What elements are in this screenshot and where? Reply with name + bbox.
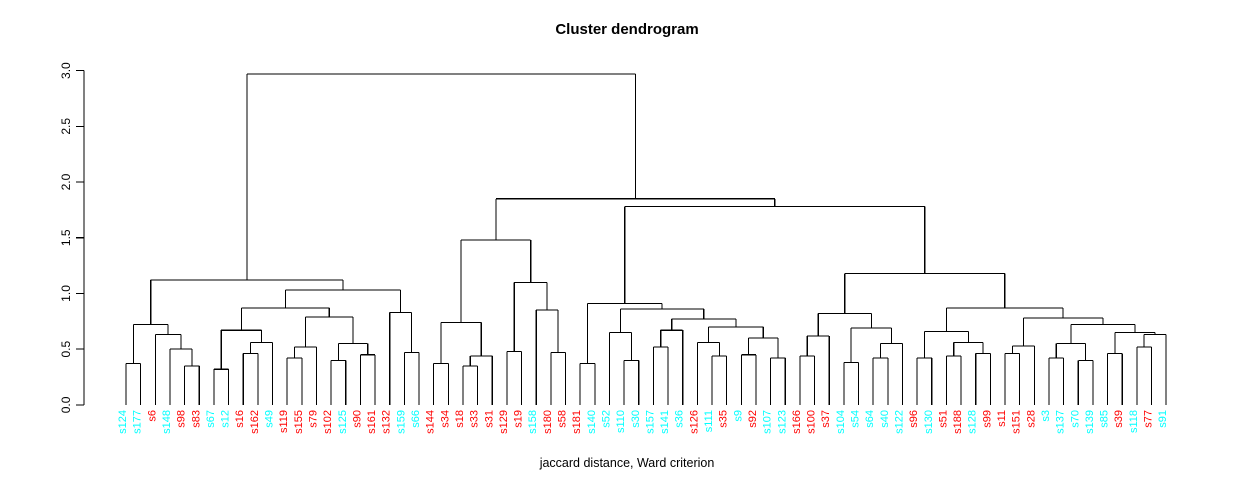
- leaf-label-s161: s161: [366, 410, 378, 434]
- leaf-label-s125: s125: [337, 410, 349, 434]
- leaf-label-s37: s37: [820, 410, 832, 428]
- leaf-label-s141: s141: [659, 410, 671, 434]
- leaf-label-s33: s33: [469, 410, 481, 428]
- leaf-label-s144: s144: [425, 410, 437, 434]
- leaf-label-s148: s148: [161, 410, 173, 434]
- leaf-label-s12: s12: [220, 410, 232, 428]
- leaf-label-s67: s67: [205, 410, 217, 428]
- leaf-label-s132: s132: [381, 410, 393, 434]
- leaf-label-s126: s126: [688, 410, 700, 434]
- leaf-label-s98: s98: [176, 410, 188, 428]
- leaf-label-s6: s6: [146, 410, 158, 422]
- leaf-label-s85: s85: [1099, 410, 1111, 428]
- leaf-label-s40: s40: [879, 410, 891, 428]
- leaf-label-s177: s177: [132, 410, 144, 434]
- leaf-label-s124: s124: [117, 410, 129, 434]
- leaf-label-s188: s188: [952, 410, 964, 434]
- leaf-label-s99: s99: [981, 410, 993, 428]
- y-axis-tick-label: 1.0: [59, 285, 73, 302]
- leaf-label-s9: s9: [732, 410, 744, 422]
- leaf-label-s111: s111: [703, 410, 715, 432]
- dendrogram-links: [125, 73, 1167, 405]
- leaf-label-s91: s91: [1157, 410, 1169, 428]
- leaf-label-s118: s118: [1128, 410, 1140, 433]
- y-axis-tick-label: 0.0: [59, 396, 73, 413]
- leaf-label-s162: s162: [249, 410, 261, 434]
- chart-title: Cluster dendrogram: [555, 21, 699, 38]
- leaf-label-s11: s11: [996, 410, 1008, 427]
- leaf-label-s83: s83: [190, 410, 202, 428]
- leaf-label-s58: s58: [557, 410, 569, 428]
- leaf-label-s107: s107: [762, 410, 774, 434]
- leaf-label-s166: s166: [791, 410, 803, 434]
- y-axis-tick-label: 0.5: [59, 341, 73, 358]
- leaf-label-s104: s104: [835, 410, 847, 434]
- leaf-label-s139: s139: [1084, 410, 1096, 434]
- leaf-label-s79: s79: [307, 410, 319, 428]
- leaf-label-s122: s122: [893, 410, 905, 434]
- leaf-label-s31: s31: [483, 410, 495, 428]
- leaf-label-s96: s96: [908, 410, 920, 428]
- y-axis-tick-label: 3.0: [59, 62, 73, 79]
- leaf-label-s66: s66: [410, 410, 422, 428]
- leaf-label-s28: s28: [1025, 410, 1037, 428]
- leaf-label-s140: s140: [586, 410, 598, 434]
- leaf-label-s52: s52: [600, 410, 612, 428]
- leaf-label-s123: s123: [776, 410, 788, 434]
- leaf-label-s90: s90: [351, 410, 363, 428]
- leaf-label-s129: s129: [498, 410, 510, 434]
- leaf-label-s54: s54: [850, 410, 862, 428]
- leaf-label-s18: s18: [454, 410, 466, 428]
- leaf-label-s39: s39: [1113, 410, 1125, 428]
- leaf-label-s158: s158: [527, 410, 539, 434]
- x-axis-label: jaccard distance, Ward criterion: [539, 456, 715, 470]
- leaf-label-s64: s64: [864, 410, 876, 428]
- leaf-label-s157: s157: [644, 410, 656, 434]
- leaf-label-s128: s128: [967, 410, 979, 434]
- y-axis-tick-label: 2.0: [59, 173, 73, 190]
- leaf-label-s119: s119: [278, 410, 290, 433]
- leaf-label-s34: s34: [439, 410, 451, 428]
- leaf-label-s110: s110: [615, 410, 627, 433]
- leaf-label-s159: s159: [395, 410, 407, 434]
- y-axis-tick-label: 1.5: [59, 229, 73, 246]
- leaf-label-s3: s3: [1040, 410, 1052, 422]
- leaf-label-s70: s70: [1069, 410, 1081, 428]
- leaf-label-s77: s77: [1143, 410, 1155, 428]
- leaf-label-s181: s181: [571, 410, 583, 434]
- leaf-label-s155: s155: [293, 410, 305, 434]
- leaf-label-s130: s130: [923, 410, 935, 434]
- leaf-label-s51: s51: [937, 410, 949, 428]
- y-axis-tick-label: 2.5: [59, 118, 73, 135]
- leaf-label-s19: s19: [513, 410, 525, 428]
- y-axis: 0.0 0.5 1.0 1.5 2.0 2.5 3.0: [59, 62, 85, 413]
- leaf-label-s35: s35: [718, 410, 730, 428]
- leaf-label-s102: s102: [322, 410, 334, 434]
- leaf-label-s100: s100: [806, 410, 818, 434]
- leaf-label-s92: s92: [747, 410, 759, 428]
- leaf-label-s151: s151: [1011, 410, 1023, 434]
- leaf-label-s36: s36: [674, 410, 686, 428]
- leaf-label-s16: s16: [234, 410, 246, 428]
- leaf-label-s49: s49: [264, 410, 276, 428]
- leaf-label-s30: s30: [630, 410, 642, 428]
- leaf-label-s180: s180: [542, 410, 554, 434]
- leaf-label-s137: s137: [1055, 410, 1067, 434]
